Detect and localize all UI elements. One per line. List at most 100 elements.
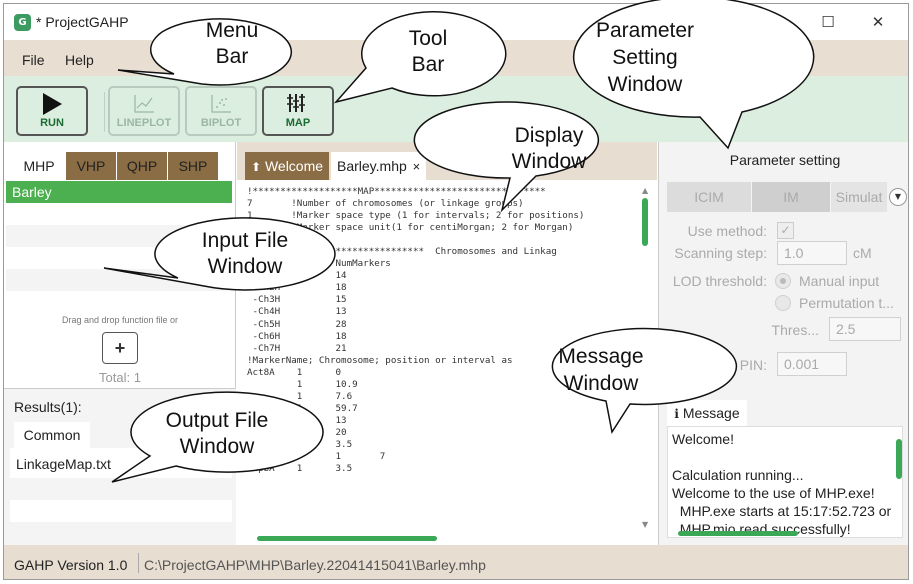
use-method-checkbox[interactable]: ✓	[777, 222, 794, 239]
run-label: RUN	[40, 117, 64, 129]
results-label: Results(1):	[14, 399, 82, 415]
map-label: MAP	[285, 117, 311, 129]
maximize-icon[interactable]: ☐	[821, 13, 835, 31]
manual-input-radio[interactable]	[775, 273, 791, 289]
list-row	[6, 269, 232, 291]
parameter-panel: Parameter setting ICIM IM Simulat ▼ Use …	[658, 142, 908, 545]
run-button[interactable]: RUN	[16, 86, 88, 136]
file-line: 1 !Marker space type (1 for intervals; 2…	[247, 210, 585, 222]
output-file-item[interactable]: LinkageMap.txt	[16, 456, 111, 472]
file-line: iPgd2 1 3.5	[247, 438, 353, 450]
scanning-step-label: Scanning step:	[674, 245, 767, 261]
lineplot-button[interactable]: LINEPLOT	[108, 86, 180, 136]
menu-bar: File Help	[4, 40, 908, 76]
display-panel: ⬆ Welcome Barley.mhp × !****************…	[237, 142, 657, 545]
toolbar-separator	[104, 92, 105, 132]
file-line: -Ch7H 21	[247, 342, 347, 354]
message-vscrollbar[interactable]	[896, 439, 902, 479]
tab-barley-mhp[interactable]: Barley.mhp ×	[331, 152, 427, 180]
map-button[interactable]: MAP	[262, 86, 334, 136]
info-icon: i	[674, 407, 679, 421]
output-file-panel: Results(1): Common LinkageMap.txt	[4, 388, 236, 545]
menu-help[interactable]: Help	[65, 52, 94, 68]
tab-common[interactable]: Common	[14, 422, 90, 448]
title-bar: G * ProjectGAHP — ☐ ✕	[4, 4, 908, 40]
file-line: -Ch3H 15	[247, 294, 347, 306]
status-bar: GAHP Version 1.0 C:\ProjectGAHP\MHP\Barl…	[4, 545, 908, 579]
lineplot-icon	[134, 95, 154, 113]
display-vscrollbar[interactable]	[642, 198, 648, 246]
file-line: 1 59.7	[247, 402, 358, 414]
message-line: Welcome!	[672, 431, 734, 447]
list-row	[6, 203, 232, 225]
status-divider	[138, 553, 139, 573]
toolbar: RUN LINEPLOT BIPLOT	[4, 76, 908, 142]
biplot-label: BIPLOT	[200, 117, 242, 129]
file-line: !MarkerName; Chromosome; position or int…	[247, 354, 513, 366]
file-line: !******************************* Chromos…	[247, 246, 557, 258]
total-count: Total: 1	[99, 370, 141, 385]
display-hscrollbar[interactable]	[257, 536, 437, 541]
message-line: Welcome to the use of MHP.exe!	[672, 485, 875, 501]
file-line: ABG464 1 13	[247, 414, 347, 426]
file-line: 1 10.9	[247, 378, 358, 390]
threshold-input[interactable]: 2.5	[829, 317, 901, 341]
file-line: cMWG733A 1 7	[247, 451, 386, 463]
file-line: Dor3 1 20	[247, 426, 347, 438]
biplot-button[interactable]: BIPLOT	[185, 86, 257, 136]
parameter-title: Parameter setting	[729, 152, 841, 168]
file-line: Act8A 1 0	[247, 366, 342, 378]
menu-file[interactable]: File	[22, 52, 45, 68]
tab-message[interactable]: i Message	[667, 400, 747, 426]
permutation-label: Permutation t...	[799, 295, 894, 311]
tab-simulation[interactable]: Simulat	[831, 182, 887, 212]
file-line: -Ch6H 18	[247, 330, 347, 342]
file-line: 1 7.6	[247, 390, 353, 402]
tab-im[interactable]: IM	[752, 182, 830, 212]
scroll-down-arrow[interactable]: ▼	[642, 520, 649, 529]
pin-input[interactable]: 0.001	[777, 352, 847, 376]
version-label: GAHP Version 1.0	[14, 557, 128, 573]
pin-label: PIN:	[739, 357, 767, 373]
lineplot-label: LINEPLOT	[116, 117, 172, 129]
file-path: C:\ProjectGAHP\MHP\Barley.22041415041\Ba…	[144, 557, 486, 573]
tab-barley-label: Barley.mhp	[337, 158, 407, 174]
list-row	[10, 522, 232, 544]
add-file-button[interactable]: +	[102, 332, 138, 364]
app-window: G * ProjectGAHP — ☐ ✕ File Help RUN LINE…	[3, 3, 909, 580]
permutation-radio[interactable]	[775, 295, 791, 311]
message-line: MHP.exe starts at 15:17:52.723 or	[672, 503, 892, 519]
play-icon	[43, 93, 62, 115]
tab-vhp[interactable]: VHP	[66, 152, 116, 180]
tab-welcome[interactable]: ⬆ Welcome	[245, 152, 330, 180]
tab-shp[interactable]: SHP	[168, 152, 218, 180]
scanning-step-input[interactable]: 1.0	[777, 241, 847, 265]
message-box: Welcome! Calculation running... Welcome …	[667, 426, 903, 538]
message-line: Calculation running...	[672, 467, 804, 483]
file-content: !*******************MAP*****************…	[247, 186, 641, 532]
tab-welcome-label: Welcome	[264, 158, 324, 174]
biplot-icon	[211, 95, 231, 113]
list-row	[6, 291, 232, 313]
list-row	[10, 478, 232, 500]
dropdown-arrow-icon[interactable]: ▼	[889, 188, 907, 206]
close-tab-icon[interactable]: ×	[412, 159, 421, 174]
minimize-icon[interactable]: —	[771, 13, 787, 31]
message-hscrollbar[interactable]	[678, 531, 798, 536]
scroll-up-arrow[interactable]: ▲	[642, 186, 649, 195]
file-line: !ChrName; NumMarkers	[247, 258, 391, 270]
message-tab-label: Message	[682, 405, 740, 421]
tab-qhp[interactable]: QHP	[117, 152, 167, 180]
output-file-list: LinkageMap.txt	[10, 448, 232, 544]
lod-threshold-label: LOD threshold:	[672, 273, 767, 289]
close-icon[interactable]: ✕	[871, 13, 885, 31]
tab-icim[interactable]: ICIM	[667, 182, 751, 212]
tab-mhp[interactable]: MHP	[14, 152, 64, 180]
manual-input-label: Manual input	[799, 273, 880, 289]
file-line: 1 !Marker space unit(1 for centiMorgan; …	[247, 222, 574, 234]
file-line: -Ch2H 18	[247, 282, 347, 294]
pin-icon: ⬆	[251, 160, 262, 174]
input-file-item[interactable]: Barley	[6, 181, 232, 203]
window-title: * ProjectGAHP	[36, 14, 129, 30]
file-line: -Ch5H 28	[247, 318, 347, 330]
